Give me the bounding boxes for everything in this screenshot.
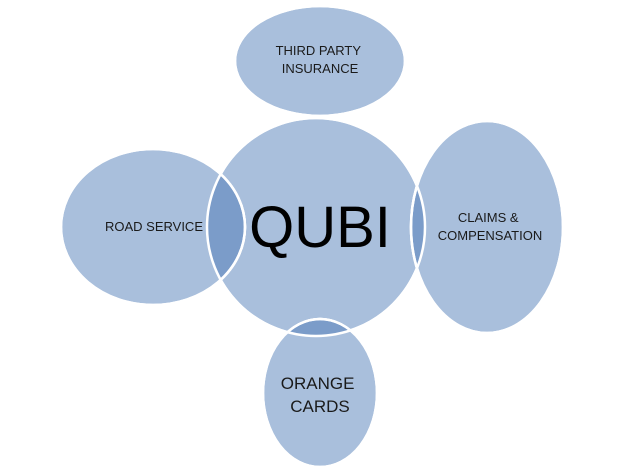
- claims-compensation-label: CLAIMS & COMPENSATION: [438, 210, 543, 243]
- claims-compensation-line-1: CLAIMS &: [458, 210, 519, 225]
- center-outline: [205, 116, 427, 338]
- orange-cards-line-2: CARDS: [290, 397, 350, 416]
- orange-cards-label: ORANGE CARDS: [281, 374, 359, 416]
- third-party-insurance-line-1: THIRD PARTY: [276, 43, 362, 58]
- center-label: QUBI: [249, 195, 391, 260]
- third-party-insurance-label: THIRD PARTY INSURANCE: [276, 43, 365, 76]
- top-outline: [233, 4, 407, 118]
- shapes: [59, 4, 565, 469]
- third-party-insurance-line-2: INSURANCE: [282, 61, 359, 76]
- left-outline: [59, 147, 247, 307]
- claims-compensation-line-2: COMPENSATION: [438, 228, 543, 243]
- road-service-label: ROAD SERVICE: [105, 219, 203, 234]
- outlines: [59, 4, 565, 469]
- orange-cards-line-1: ORANGE: [281, 374, 355, 393]
- right-outline: [409, 119, 565, 335]
- road-service-line-1: ROAD SERVICE: [105, 219, 203, 234]
- bottom-outline: [261, 317, 379, 469]
